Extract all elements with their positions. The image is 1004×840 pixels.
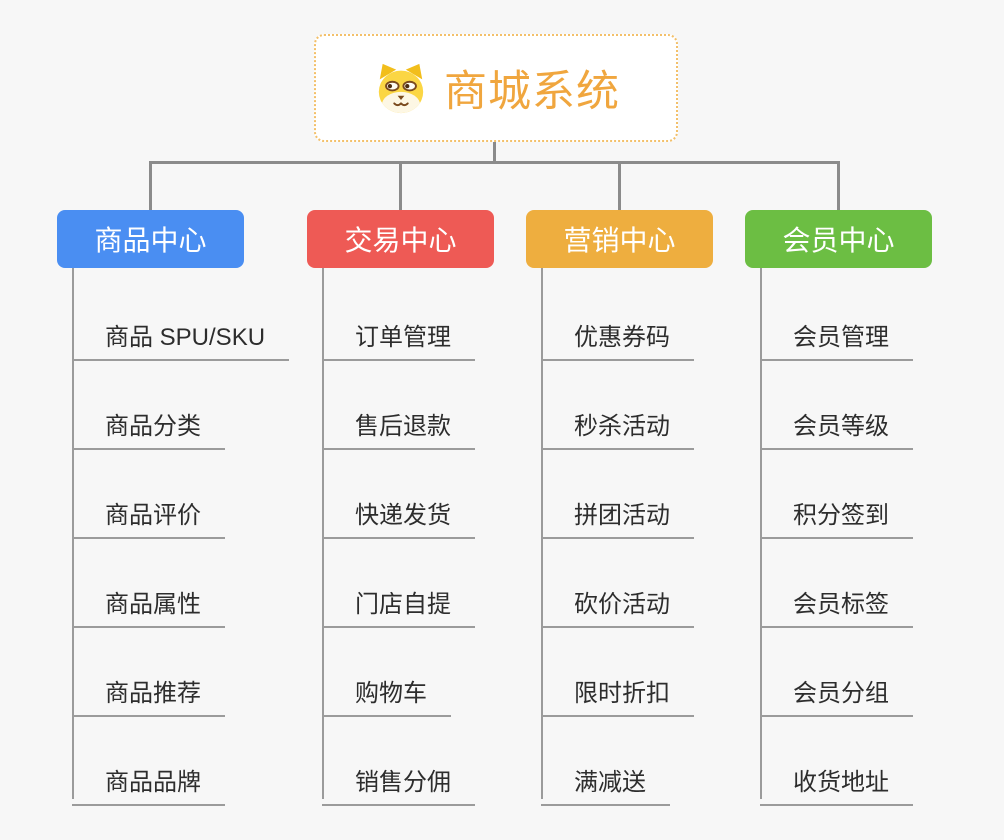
trunk-line-member [760,268,762,799]
branch-column-member: 会员管理 会员等级 积分签到 会员标签 会员分组 收货地址 [745,268,975,808]
leaf-node[interactable]: 销售分佣 [322,755,475,806]
leaf-node[interactable]: 积分签到 [760,488,913,539]
leaf-node[interactable]: 商品评价 [72,488,225,539]
branch-column-products: 商品 SPU/SKU 商品分类 商品评价 商品属性 商品推荐 商品品牌 [57,268,290,808]
leaf-node[interactable]: 会员管理 [760,310,913,361]
connector-drop-marketing [618,161,621,210]
root-node-label: 商城系统 [444,68,620,116]
leaf-node[interactable]: 收货地址 [760,755,913,806]
leaf-node[interactable]: 会员等级 [760,399,913,450]
leaf-node[interactable]: 商品推荐 [72,666,225,717]
leaf-node[interactable]: 会员分组 [760,666,913,717]
leaf-node[interactable]: 秒杀活动 [541,399,694,450]
leaf-node[interactable]: 商品品牌 [72,755,225,806]
leaf-node[interactable]: 商品分类 [72,399,225,450]
leaf-node[interactable]: 售后退款 [322,399,475,450]
trunk-line-products [72,268,74,799]
leaf-node[interactable]: 会员标签 [760,577,913,628]
leaf-node[interactable]: 门店自提 [322,577,475,628]
connector-drop-products [149,161,152,210]
connector-drop-trade [399,161,402,210]
leaf-node[interactable]: 快递发货 [322,488,475,539]
trunk-line-marketing [541,268,543,799]
leaf-node[interactable]: 拼团活动 [541,488,694,539]
leaf-node[interactable]: 购物车 [322,666,451,717]
leaf-node[interactable]: 限时折扣 [541,666,694,717]
leaf-node[interactable]: 订单管理 [322,310,475,361]
leaf-node[interactable]: 优惠券码 [541,310,694,361]
branch-node-products[interactable]: 商品中心 [57,210,244,268]
branch-node-marketing[interactable]: 营销中心 [526,210,713,268]
dog-face-icon [372,61,430,115]
leaf-node[interactable]: 满减送 [541,755,670,806]
connector-drop-member [837,161,840,210]
connector-branch-bus [149,161,840,164]
leaf-node[interactable]: 商品属性 [72,577,225,628]
root-node[interactable]: 商城系统 [314,34,678,142]
branch-column-marketing: 优惠券码 秒杀活动 拼团活动 砍价活动 限时折扣 满减送 [526,268,756,808]
trunk-line-trade [322,268,324,799]
leaf-node[interactable]: 砍价活动 [541,577,694,628]
branch-column-trade: 订单管理 售后退款 快递发货 门店自提 购物车 销售分佣 [307,268,537,808]
branch-node-trade[interactable]: 交易中心 [307,210,494,268]
branch-node-member[interactable]: 会员中心 [745,210,932,268]
leaf-node[interactable]: 商品 SPU/SKU [72,310,290,361]
connector-root-stem [493,142,496,163]
